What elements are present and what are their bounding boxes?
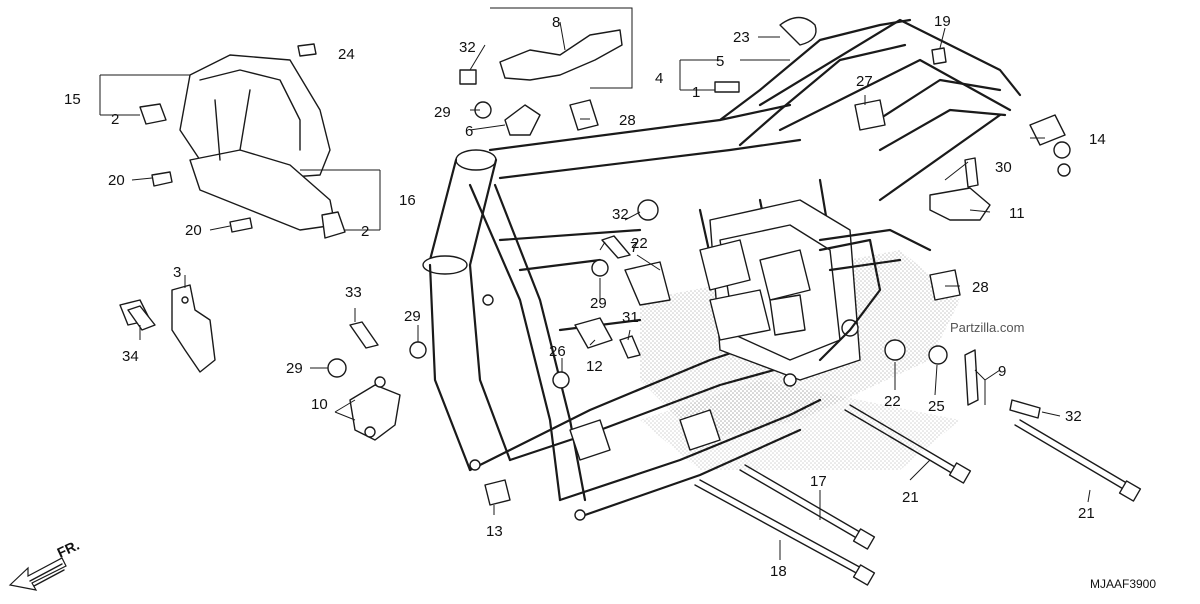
part-25	[928, 345, 948, 365]
callout-18: 18	[770, 563, 787, 580]
lock-14	[1029, 114, 1071, 177]
screw-20-upper	[151, 171, 173, 187]
leader-lines	[99, 21, 1091, 560]
clip-23	[779, 16, 817, 46]
part-26	[552, 371, 570, 389]
bracket-12	[574, 317, 613, 349]
bolt-31	[619, 335, 641, 359]
callout-10: 10	[311, 396, 328, 413]
callout-32-right: 32	[1065, 408, 1082, 425]
bolt-32-right	[1009, 399, 1041, 419]
callout-5: 5	[716, 53, 724, 70]
callout-7: 7	[630, 239, 638, 256]
callout-20-lower: 20	[185, 222, 202, 239]
steering-head-tube-top	[455, 149, 497, 171]
callout-32-center: 32	[612, 206, 629, 223]
callout-28-lower: 28	[972, 279, 989, 296]
callout-14: 14	[1089, 131, 1106, 148]
callout-33: 33	[345, 284, 362, 301]
bolt-32-center	[601, 235, 631, 259]
bolt-19	[931, 47, 947, 65]
clamp-28-upper	[569, 99, 599, 131]
front-direction-label: FR.	[55, 537, 82, 561]
callout-22-upper-visible: 22	[631, 235, 648, 252]
screw-20-lower	[229, 217, 253, 233]
front-arrow-icon	[8, 557, 67, 591]
callout-22-lower: 22	[884, 393, 901, 410]
nut-29-left	[327, 358, 347, 378]
callout-2-lower: 2	[361, 223, 369, 240]
callout-6: 6	[465, 123, 473, 140]
callout-29-mid: 29	[404, 308, 421, 325]
main-frame	[422, 18, 1022, 521]
callout-13: 13	[486, 523, 503, 540]
callout-29-upper: 29	[434, 104, 451, 121]
clip-2-upper	[139, 103, 167, 125]
long-bolts	[694, 404, 1142, 586]
callout-27: 27	[856, 73, 873, 90]
bracket-11	[929, 187, 991, 221]
callout-16: 16	[399, 192, 416, 209]
part-1	[714, 81, 740, 93]
part-13	[484, 479, 511, 506]
bolt-33	[349, 321, 379, 349]
callout-11: 11	[1009, 205, 1025, 222]
callout-23: 23	[733, 29, 750, 46]
grommet-22-upper	[637, 199, 659, 221]
callout-34: 34	[122, 348, 139, 365]
bracket-6	[459, 69, 541, 136]
callout-28-upper: 28	[619, 112, 636, 129]
bolt-30	[964, 157, 979, 188]
callout-26: 26	[549, 343, 566, 360]
callout-29-left: 29	[286, 360, 303, 377]
callout-12: 12	[586, 358, 603, 375]
clip-2-lower	[321, 211, 346, 239]
bolt-34	[127, 305, 156, 331]
nut-29-center	[591, 259, 609, 277]
callout-21-mid: 21	[902, 489, 919, 506]
bracket-10	[349, 376, 401, 441]
part-27	[854, 99, 886, 131]
callout-31: 31	[622, 309, 639, 326]
callout-21-right: 21	[1078, 505, 1095, 522]
watermark-text: Partzilla.com	[950, 320, 1024, 335]
front-direction-indicator	[8, 557, 67, 591]
callout-25: 25	[928, 398, 945, 415]
clamp-28-lower	[929, 269, 961, 301]
steering-cover-assembly	[139, 43, 346, 239]
callout-3: 3	[173, 264, 181, 281]
callout-32-upper: 32	[459, 39, 476, 56]
callout-4: 4	[655, 70, 663, 87]
callout-2-upper: 2	[111, 111, 119, 128]
callout-15: 15	[64, 91, 81, 108]
callout-29-center: 29	[590, 295, 607, 312]
callout-1: 1	[692, 84, 700, 101]
grommet-22-lower	[884, 339, 906, 361]
callout-20-upper: 20	[108, 172, 125, 189]
callout-labels: 1 2 2 3 4 5 6 7 8 9 10 11 12 13 14 15 16…	[64, 13, 1106, 580]
callout-30: 30	[995, 159, 1012, 176]
bracket-9	[964, 349, 979, 406]
callout-19: 19	[934, 13, 951, 30]
part-24	[297, 43, 317, 57]
callout-17: 17	[810, 473, 827, 490]
drawing-code: MJAAF3900	[1090, 577, 1156, 591]
nut-29-mid	[409, 341, 427, 359]
callout-24: 24	[338, 46, 355, 63]
callout-8: 8	[552, 14, 560, 31]
callout-9: 9	[998, 363, 1006, 380]
bracket-8	[490, 7, 633, 89]
bracket-7	[624, 261, 671, 306]
